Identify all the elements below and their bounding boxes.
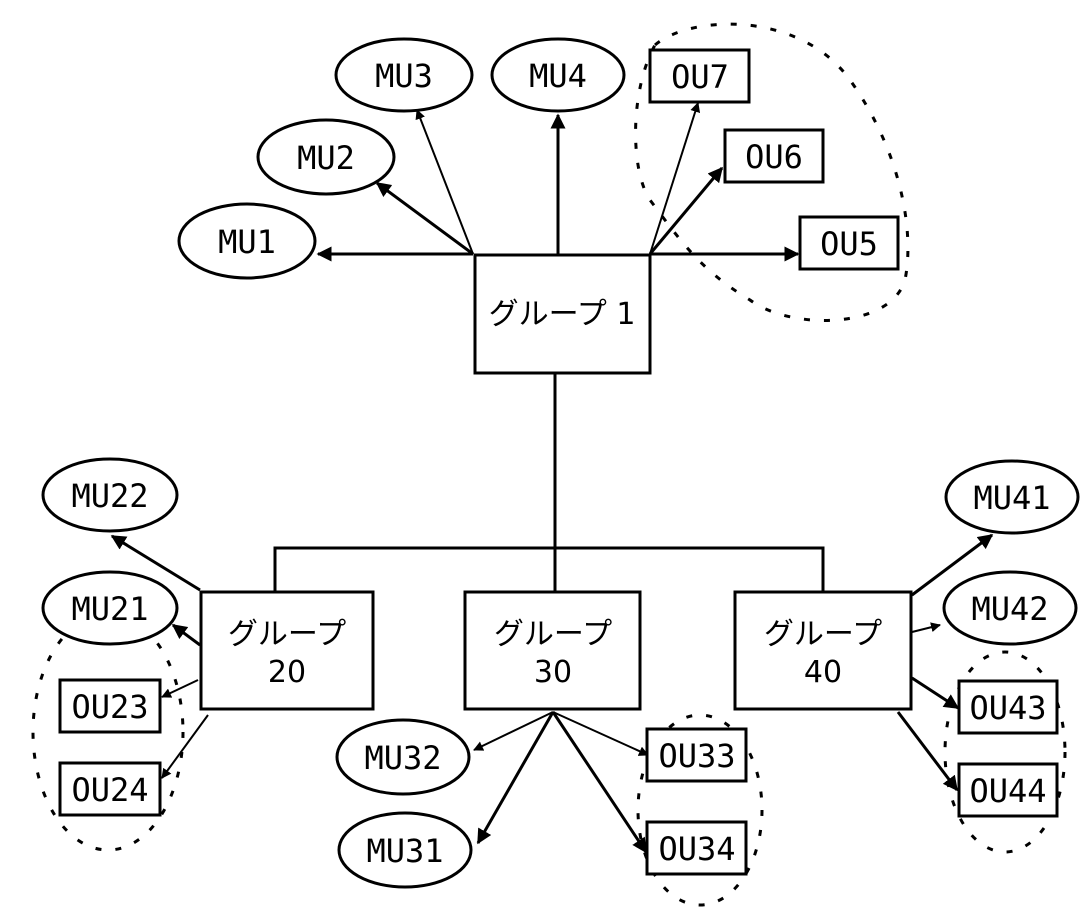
- mu-node-MU41-label: MU41: [973, 479, 1050, 517]
- group-node-20[interactable]: グループ 20: [199, 590, 375, 711]
- mu-node-MU41[interactable]: MU41: [944, 459, 1080, 535]
- edges-group-20: [110, 534, 209, 779]
- mu-node-MU2-label: MU2: [297, 139, 355, 177]
- edges-group-1: [316, 102, 800, 262]
- group-node-40-label: グループ: [764, 617, 882, 652]
- ou-node-OU34-label: OU34: [658, 830, 735, 868]
- ou-node-OU24[interactable]: OU24: [58, 761, 162, 817]
- ou-node-OU44-label: OU44: [969, 772, 1046, 810]
- ou-node-OU43[interactable]: OU43: [957, 679, 1059, 735]
- mu-node-MU4[interactable]: MU4: [490, 37, 626, 113]
- ou-node-OU23-label: OU23: [71, 688, 148, 726]
- ou-node-OU7-label: OU7: [671, 58, 729, 96]
- edges-group-40: [896, 533, 994, 792]
- ou-node-OU34[interactable]: OU34: [645, 820, 748, 876]
- group-node-1[interactable]: グループ 1: [473, 253, 652, 375]
- group-node-1-label: グループ 1: [489, 297, 636, 332]
- ou-cluster-group-30: [636, 713, 764, 907]
- edge-g40-mu42: [911, 622, 941, 633]
- connector-bus: [273, 546, 825, 593]
- edge-g20-ou23: [161, 679, 199, 698]
- edge-g40-ou44: [896, 711, 959, 792]
- mu-node-MU3-label: MU3: [375, 57, 433, 95]
- group-node-30-label: グループ: [494, 617, 612, 652]
- edges-group-30: [473, 711, 649, 854]
- mu-node-MU42-label: MU42: [971, 590, 1048, 628]
- mu-node-MU31-label: MU31: [366, 832, 443, 870]
- mu-node-MU32[interactable]: MU32: [335, 718, 471, 796]
- mu-node-MU22-label: MU22: [71, 477, 148, 515]
- ou-node-OU6-label: OU6: [745, 138, 803, 176]
- edge-g30-mu32: [473, 711, 554, 751]
- edge-g40-ou43: [911, 676, 960, 710]
- edge-g1-mu3: [415, 109, 474, 255]
- mu-node-MU3[interactable]: MU3: [334, 37, 474, 113]
- ou-node-OU33-label: OU33: [658, 737, 735, 775]
- mu-node-MU42[interactable]: MU42: [942, 570, 1078, 646]
- ou-node-OU33[interactable]: OU33: [645, 727, 748, 783]
- ou-node-OU43-label: OU43: [969, 689, 1046, 727]
- mu-node-MU1-label: MU1: [218, 223, 276, 261]
- hierarchy-connectors: [273, 373, 825, 593]
- mu-node-MU2[interactable]: MU2: [256, 118, 396, 196]
- ou-node-OU5-label: OU5: [820, 225, 878, 263]
- ou-node-OU7[interactable]: OU7: [648, 48, 751, 104]
- edge-g20-mu21: [171, 623, 201, 647]
- ou-node-OU24-label: OU24: [71, 771, 148, 809]
- mu-node-MU21[interactable]: MU21: [41, 570, 179, 646]
- mu-node-MU4-label: MU4: [529, 57, 587, 95]
- group-node-20-label: グループ: [228, 617, 346, 652]
- mu-node-MU1[interactable]: MU1: [177, 202, 317, 280]
- edge-g20-ou24: [161, 714, 209, 779]
- ou-node-OU23[interactable]: OU23: [58, 678, 162, 734]
- ou-node-OU5[interactable]: OU5: [798, 215, 900, 271]
- ou-node-OU44[interactable]: OU44: [957, 762, 1059, 818]
- edge-g1-mu2: [375, 181, 474, 256]
- group-node-40[interactable]: グループ 40: [733, 590, 913, 711]
- ou-node-OU6[interactable]: OU6: [723, 128, 825, 184]
- edge-g20-mu22: [110, 534, 201, 592]
- mu-node-MU22[interactable]: MU22: [41, 457, 179, 533]
- mu-node-MU21-label: MU21: [71, 590, 148, 628]
- group-node-30-number: 30: [534, 655, 572, 690]
- mu-node-MU31[interactable]: MU31: [337, 811, 473, 889]
- mu-node-MU32-label: MU32: [364, 739, 441, 777]
- edge-g30-ou34: [551, 711, 648, 854]
- group-node-30[interactable]: グループ 30: [463, 590, 642, 711]
- ou-cluster-group-1: [634, 22, 910, 322]
- edge-g30-mu31: [476, 711, 555, 845]
- edge-g30-ou33: [552, 711, 649, 756]
- edge-g1-ou7: [649, 102, 701, 255]
- ou-cluster-group-40: [943, 650, 1067, 854]
- edge-g1-ou6: [648, 166, 724, 255]
- edge-g40-mu41: [911, 533, 994, 597]
- group-node-20-number: 20: [268, 655, 306, 690]
- group-node-40-number: 40: [804, 655, 842, 690]
